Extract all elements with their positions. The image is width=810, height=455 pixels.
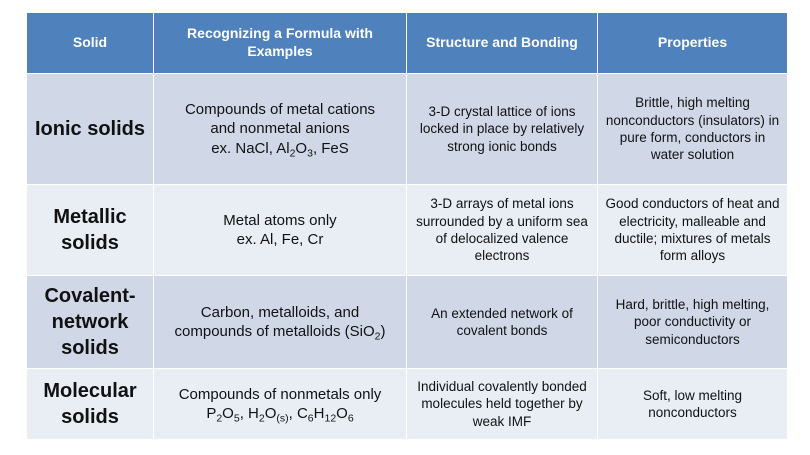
header-row: Solid Recognizing a Formula with Example…	[26, 12, 788, 74]
formula-text: compounds of metalloids (SiO	[174, 323, 375, 340]
structure-cell: An extended network of covalent bonds	[406, 275, 598, 369]
formula-text: and nonmetal anions	[210, 120, 350, 138]
formula-line: Compounds of nonmetals only	[160, 385, 400, 404]
formula-line: and nonmetal anions	[160, 119, 400, 138]
solid-name-line: Molecular	[43, 380, 137, 402]
formula-text: H	[313, 405, 325, 422]
formula-line: P2O5, H2O(s), C6H12O6	[160, 404, 400, 425]
solids-table-container: Solid Recognizing a Formula with Example…	[26, 12, 788, 440]
structure-cell: 3-D arrays of metal ions surrounded by a…	[406, 184, 598, 276]
formula-subscript: 2	[216, 412, 223, 425]
formula-subscript: 2	[374, 330, 381, 343]
formula-line: ex. Al, Fe, Cr	[160, 230, 400, 249]
formula-text: )	[380, 323, 386, 340]
solid-name-line: network	[51, 311, 129, 333]
formula-line: compounds of metalloids (SiO2)	[160, 322, 400, 343]
formula-text: , FeS	[312, 139, 349, 157]
properties-cell: Good conductors of heat and electricity,…	[597, 184, 788, 276]
formula-text: Carbon, metalloids, and	[200, 303, 360, 321]
solid-name-line: Ionic solids	[34, 118, 146, 140]
header-properties: Properties	[597, 12, 788, 74]
properties-cell: Hard, brittle, high melting, poor conduc…	[597, 275, 788, 369]
formula-subscript: 6	[347, 412, 354, 425]
properties-cell: Brittle, high melting nonconductors (ins…	[597, 73, 788, 185]
formula-subscript: 12	[324, 412, 337, 425]
formula-text: O	[336, 405, 348, 422]
solid-name-line: solids	[61, 406, 119, 428]
formula-text: , H	[239, 405, 259, 422]
table-row: Molecular solids Compounds of nonmetals o…	[26, 368, 788, 440]
formula-text: Compounds of metal cations	[184, 101, 376, 119]
solid-name-line: solids	[61, 232, 119, 254]
solid-name-line: Covalent-	[44, 285, 136, 307]
solid-name-line: solids	[61, 337, 119, 359]
formula-text: O	[222, 405, 234, 422]
solid-name-cell: Metallic solids	[26, 184, 154, 276]
formula-text: ex. NaCl, Al	[211, 139, 290, 157]
header-formula: Recognizing a Formula with Examples	[153, 12, 407, 74]
header-structure: Structure and Bonding	[406, 12, 598, 74]
formula-line: Compounds of metal cations	[160, 100, 400, 119]
formula-text: O	[264, 405, 277, 422]
structure-cell: 3-D crystal lattice of ions locked in pl…	[406, 73, 598, 185]
table-row: Covalent-network solids Carbon, metalloid…	[26, 275, 788, 369]
solids-table: Solid Recognizing a Formula with Example…	[26, 12, 788, 440]
formula-text: Metal atoms only	[223, 211, 337, 229]
formula-subscript: (s)	[276, 412, 289, 425]
header-solid: Solid	[26, 12, 154, 74]
properties-cell: Soft, low melting nonconductors	[597, 368, 788, 440]
solid-name-cell: Covalent-network solids	[26, 275, 154, 369]
formula-text: P	[206, 405, 217, 422]
formula-subscript: 6	[307, 412, 314, 425]
solid-name-cell: Ionic solids	[26, 73, 154, 185]
structure-cell: Individual covalently bonded molecules h…	[406, 368, 598, 440]
formula-subscript: 2	[289, 147, 296, 160]
formula-text: , C	[288, 405, 308, 422]
formula-text: ex. Al, Fe, Cr	[236, 231, 324, 248]
formula-cell: Metal atoms only ex. Al, Fe, Cr	[153, 184, 407, 276]
solid-name-line: Metallic	[53, 206, 127, 228]
formula-text: Compounds of nonmetals only	[178, 385, 382, 403]
formula-subscript: 2	[258, 412, 265, 425]
solid-name-cell: Molecular solids	[26, 368, 154, 440]
formula-line: Carbon, metalloids, and	[160, 303, 400, 322]
formula-subscript: 3	[307, 147, 313, 160]
formula-line: ex. NaCl, Al2O3, FeS	[160, 139, 400, 160]
formula-subscript: 5	[233, 412, 240, 425]
formula-line: Metal atoms only	[160, 211, 400, 230]
table-row: Metallic solids Metal atoms only ex. Al, F…	[26, 184, 788, 276]
formula-text: O	[295, 139, 308, 157]
